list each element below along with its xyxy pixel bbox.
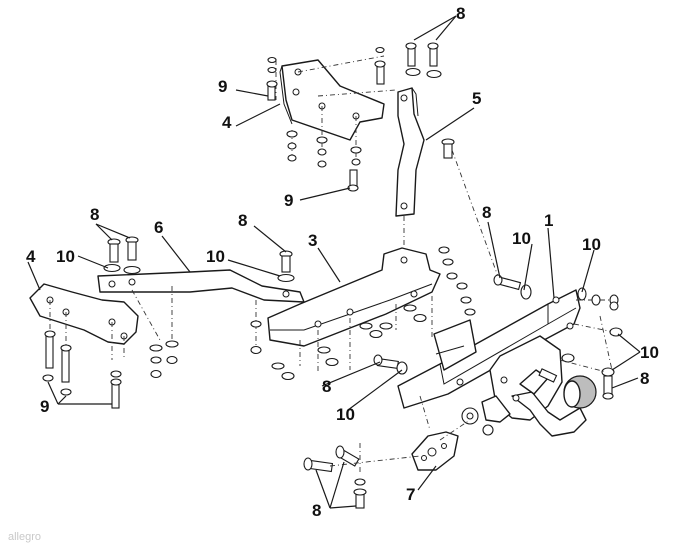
left-bracket-hardware — [42, 330, 122, 409]
right-hardware — [538, 287, 623, 400]
strap-part-5 — [395, 87, 501, 283]
callout-10-center: 10 — [336, 405, 355, 424]
cross-beam-part-1 — [397, 289, 615, 431]
callout-10-left: 10 — [56, 247, 75, 266]
callout-9-top: 9 — [218, 77, 227, 96]
callout-1: 1 — [544, 211, 553, 230]
callout-10-far2: 10 — [640, 343, 659, 362]
callout-8-mid: 8 — [238, 211, 247, 230]
callout-8-center: 8 — [322, 377, 331, 396]
callout-4-left: 4 — [26, 247, 36, 266]
center-hardware — [271, 246, 532, 381]
watermark-text: allegro — [8, 531, 41, 543]
bottom-bolts-part-8 — [303, 440, 421, 509]
callout-9-mid: 9 — [284, 191, 293, 210]
long-bar-part-6 — [97, 269, 305, 350]
callout-7: 7 — [406, 485, 415, 504]
leader-lines — [27, 15, 641, 509]
callout-9-bottom: 9 — [40, 397, 49, 416]
callout-8-far: 8 — [640, 369, 649, 388]
callout-10-mid: 10 — [206, 247, 225, 266]
callout-10-far: 10 — [582, 235, 601, 254]
callout-8-left: 8 — [90, 205, 99, 224]
callout-5: 5 — [472, 89, 481, 108]
callout-6: 6 — [154, 218, 163, 237]
socket-plate-part-7 — [411, 419, 471, 471]
callout-8-bottom: 8 — [312, 501, 321, 520]
callout-3: 3 — [308, 231, 317, 250]
left-bolts-part-8 — [103, 236, 295, 379]
callout-8-top: 8 — [456, 4, 465, 23]
callout-8-right: 8 — [482, 203, 491, 222]
top-bracket-hardware — [266, 42, 442, 192]
callout-labels: 8 9 4 5 9 8 6 8 3 4 10 10 8 10 1 10 10 8… — [26, 4, 659, 520]
callout-10-right: 10 — [512, 229, 531, 248]
left-bracket-part-4 — [29, 283, 139, 360]
callout-4-top: 4 — [222, 113, 232, 132]
